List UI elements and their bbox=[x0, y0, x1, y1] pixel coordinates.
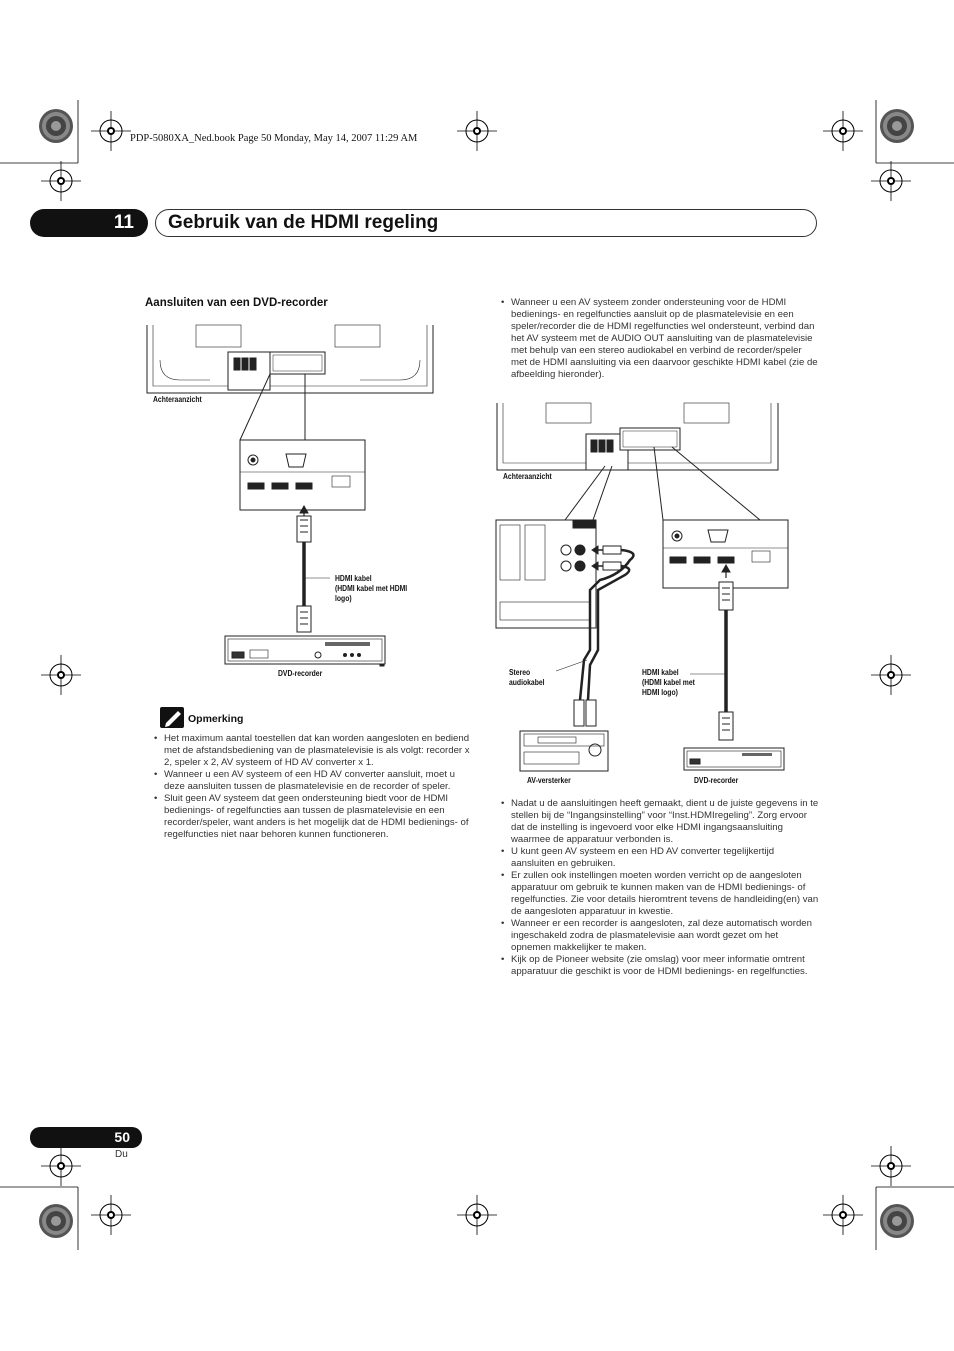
registration-mark-icon bbox=[880, 109, 914, 143]
page-language: Du bbox=[115, 1149, 128, 1160]
list-item: Nadat u de aansluitingen heeft gemaakt, … bbox=[501, 798, 819, 846]
chapter-title: Gebruik van de HDMI regeling bbox=[155, 209, 817, 237]
right-top-list: Wanneer u een AV systeem zonder onderste… bbox=[501, 297, 819, 381]
registration-mark-icon bbox=[39, 109, 73, 143]
right-connection-diagram bbox=[495, 402, 789, 772]
rear-view-label-right: Achteraanzicht bbox=[503, 472, 552, 481]
page-number: 50 bbox=[30, 1127, 142, 1148]
note-title: Opmerking bbox=[188, 713, 244, 725]
section-title: Aansluiten van een DVD-recorder bbox=[145, 297, 328, 309]
dvd-recorder-label-right: DVD-recorder bbox=[694, 776, 739, 785]
list-item: Er zullen ook instellingen moeten worden… bbox=[501, 870, 819, 918]
left-connection-diagram bbox=[146, 324, 434, 667]
list-item: Het maximum aantal toestellen dat kan wo… bbox=[154, 733, 470, 769]
list-item: Wanneer er een recorder is aangesloten, … bbox=[501, 918, 819, 954]
list-item: Wanneer u een AV systeem of een HD AV co… bbox=[154, 769, 470, 793]
audio-cable-label: Stereo audiokabel bbox=[509, 668, 545, 687]
rear-view-label: Achteraanzicht bbox=[153, 395, 202, 404]
registration-mark-icon bbox=[39, 1204, 73, 1238]
hdmi-cable-label: HDMI kabel (HDMI kabel met HDMI logo) bbox=[335, 574, 408, 603]
chapter-number: 11 bbox=[30, 209, 148, 237]
dvd-recorder-label: DVD-recorder bbox=[278, 669, 323, 678]
right-bottom-list: Nadat u de aansluitingen heeft gemaakt, … bbox=[501, 798, 819, 978]
note-pencil-icon bbox=[160, 707, 184, 728]
list-item: Sluit geen AV systeem dat geen ondersteu… bbox=[154, 793, 470, 841]
hdmi-cable-label-right: HDMI kabel (HDMI kabel met HDMI logo) bbox=[642, 668, 695, 697]
registration-mark-icon bbox=[880, 1204, 914, 1238]
note-list: Het maximum aantal toestellen dat kan wo… bbox=[154, 733, 470, 841]
list-item: Wanneer u een AV systeem zonder onderste… bbox=[501, 297, 819, 381]
file-info: PDP-5080XA_Ned.book Page 50 Monday, May … bbox=[130, 133, 418, 144]
list-item: U kunt geen AV systeem en een HD AV conv… bbox=[501, 846, 819, 870]
av-amplifier-label: AV-versterker bbox=[527, 776, 571, 785]
list-item: Kijk op de Pioneer website (zie omslag) … bbox=[501, 954, 819, 978]
